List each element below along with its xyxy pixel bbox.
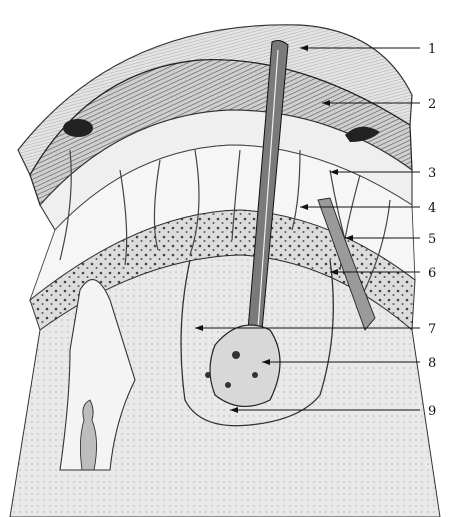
callout-number-7: 7 — [428, 322, 436, 337]
diploic-vein-left — [63, 119, 93, 137]
callout-number-5: 5 — [428, 232, 436, 247]
callout-number-8: 8 — [428, 356, 436, 371]
callout-number-6: 6 — [428, 266, 436, 281]
callout-number-3: 3 — [428, 166, 436, 181]
callout-number-2: 2 — [428, 97, 436, 112]
callout-number-4: 4 — [428, 201, 436, 216]
callout-number-9: 9 — [428, 404, 436, 419]
callout-number-1: 1 — [428, 42, 436, 57]
